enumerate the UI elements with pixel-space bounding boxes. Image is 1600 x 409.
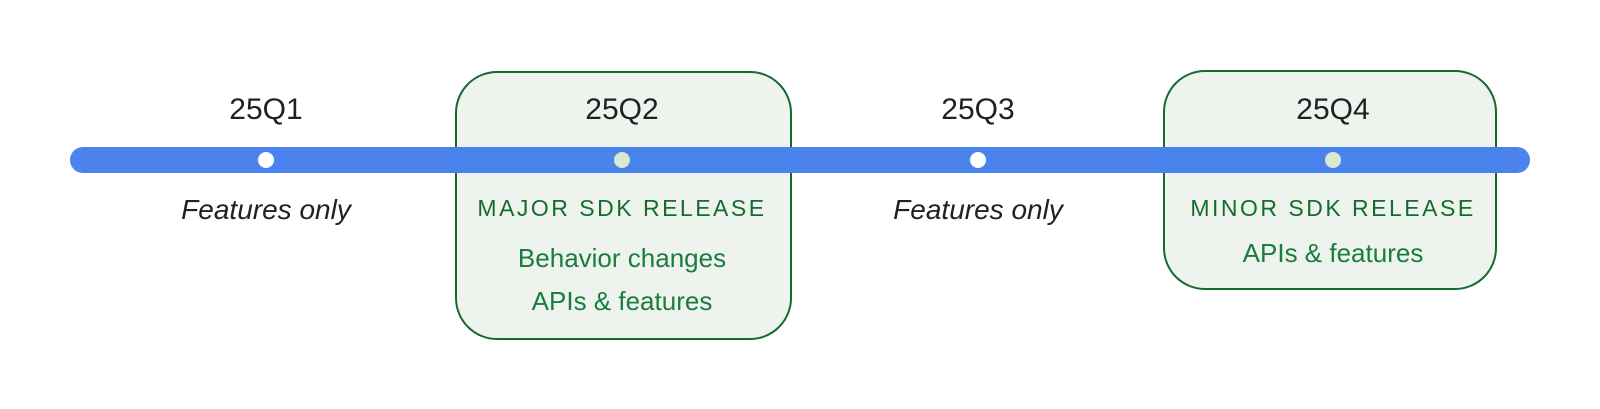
timeline-dot-25q2 — [614, 152, 630, 168]
timeline-dot-25q3 — [970, 152, 986, 168]
release-box-25q4 — [1163, 70, 1497, 290]
quarter-label-25q2: 25Q2 — [585, 93, 659, 126]
quarter-label-25q4: 25Q4 — [1296, 93, 1370, 126]
timeline-dot-25q4 — [1325, 152, 1341, 168]
release-line-behavior-changes: Behavior changes — [517, 243, 727, 273]
release-line-apis-features-q4: APIs & features — [1242, 238, 1424, 268]
release-heading-minor-sdk: MINOR SDK RELEASE — [1190, 195, 1476, 221]
timeline-dot-25q1 — [258, 152, 274, 168]
quarter-label-25q3: 25Q3 — [941, 93, 1015, 126]
release-box-25q2 — [455, 71, 792, 340]
note-features-only-25q3: Features only — [893, 194, 1063, 225]
quarter-label-25q1: 25Q1 — [229, 93, 303, 126]
note-features-only-25q1: Features only — [181, 194, 351, 225]
release-line-apis-features-q2: APIs & features — [531, 286, 713, 316]
release-heading-major-sdk: MAJOR SDK RELEASE — [477, 195, 767, 221]
timeline-bar — [70, 147, 1530, 173]
